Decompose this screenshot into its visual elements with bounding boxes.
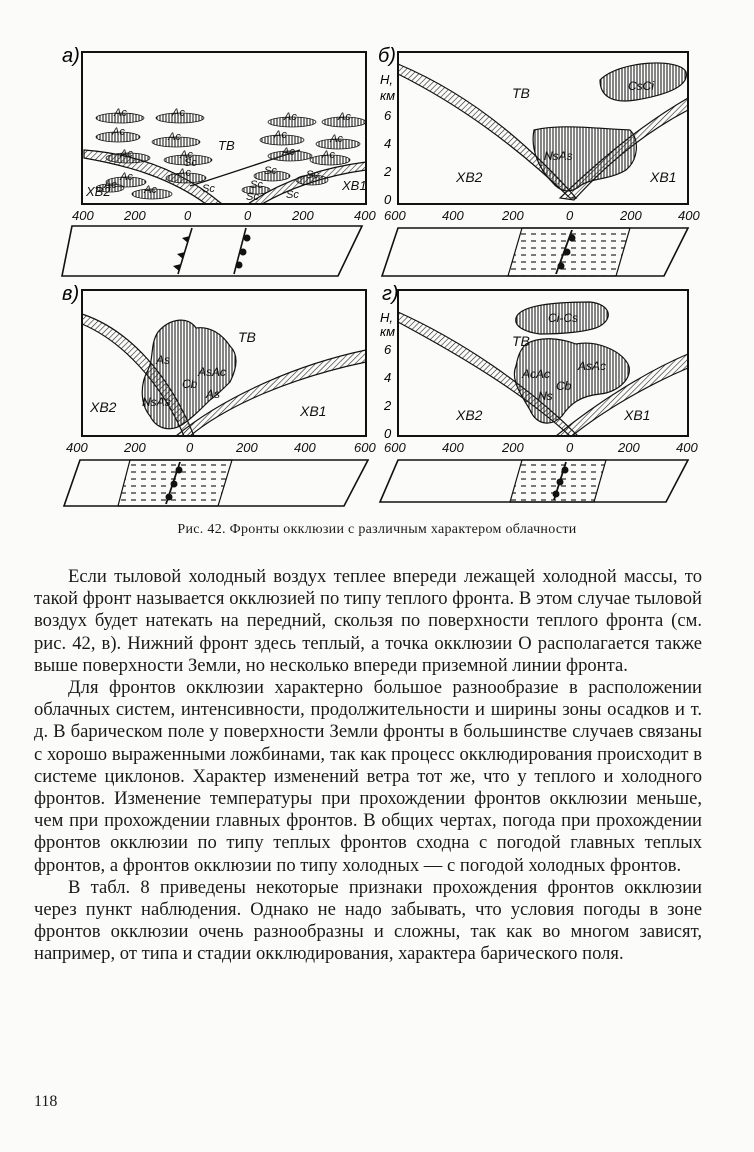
y-tick: 6	[384, 342, 392, 357]
figure-svg: а) Ac Ac Ac Ac Ac Ac Ac Ac Ac	[61, 45, 700, 507]
page-number: 118	[34, 1093, 58, 1110]
y-tick: 2	[383, 164, 392, 179]
air-mass-label: ХВ1	[341, 178, 367, 193]
panel-v-letter: в)	[62, 283, 79, 305]
cloud-label: Ac	[167, 131, 181, 143]
air-mass-label: ХВ1	[649, 169, 676, 185]
x-tick: 0	[186, 440, 194, 455]
y-tick: 0	[384, 426, 392, 441]
air-mass-label: ХВ2	[89, 399, 117, 415]
figure-42: а) Ac Ac Ac Ac Ac Ac Ac Ac Ac	[0, 0, 754, 540]
cloud-label: Ac	[113, 107, 127, 119]
x-tick: 400	[442, 440, 464, 455]
air-mass-label: ТВ	[512, 85, 530, 101]
body-text: Если тыловой холодный воздух теплее впер…	[34, 566, 702, 966]
cloud-label: Sc	[286, 189, 299, 201]
x-tick: 400	[294, 440, 316, 455]
y-tick: 0	[384, 192, 392, 207]
x-tick: 0	[566, 440, 574, 455]
y-tick: 2	[383, 398, 392, 413]
x-tick: 200	[123, 440, 146, 455]
cloud-label: Sc	[250, 179, 263, 191]
cloud-label: Ac	[119, 171, 133, 183]
cloud-label: As	[205, 387, 220, 401]
panel-g: г) Н, км 6 4 2 0 Ci-Cs AcAc AsAc Ns Cb Т…	[378, 283, 698, 503]
x-tick: 0	[184, 208, 192, 223]
cloud-label: Ac	[103, 179, 117, 191]
cloud-label: NsAs	[544, 149, 573, 163]
cloud-label: AcAc	[521, 367, 550, 381]
paragraph: Если тыловой холодный воздух теплее впер…	[34, 566, 702, 676]
y-tick: 4	[384, 370, 391, 385]
x-tick: 200	[617, 440, 640, 455]
cloud-label: AsAc	[577, 359, 606, 373]
x-tick: 600	[354, 440, 376, 455]
x-tick: 400	[66, 440, 88, 455]
air-mass-label: ХВ1	[623, 407, 650, 423]
y-tick: 4	[384, 136, 391, 151]
cloud-label: Sc	[306, 169, 319, 181]
cloud-label: Ac	[283, 111, 297, 123]
x-tick: 200	[501, 208, 524, 223]
cloud-label: Ac	[119, 148, 133, 160]
x-tick: 200	[235, 440, 258, 455]
x-tick: 600	[384, 440, 406, 455]
cloud-label: Cb	[182, 377, 198, 391]
cloud-label: Sc	[202, 183, 215, 195]
x-tick: 400	[442, 208, 464, 223]
cloud-label: Sc	[246, 191, 259, 203]
cloud-label: Ns	[538, 389, 553, 403]
air-mass-label: ХВ2	[455, 169, 483, 185]
x-tick: 0	[566, 208, 574, 223]
axis-unit: км	[380, 88, 395, 103]
air-mass-label: ХВ1	[299, 403, 326, 419]
panel-b-letter: б)	[378, 45, 396, 67]
cloud-label: Ac	[111, 126, 125, 138]
panel-a-letter: а)	[62, 45, 80, 67]
x-tick: 0	[244, 208, 252, 223]
cloud-label: Ac	[321, 149, 335, 161]
air-mass-label: ХВ2	[455, 407, 483, 423]
x-tick: 400	[354, 208, 376, 223]
air-mass-label: ХВ2	[85, 184, 111, 199]
axis-unit: Н,	[380, 72, 393, 87]
panel-v: в) As AsAc Cb As NsAs ТВ ХВ2 ХВ1 400 200…	[62, 283, 376, 507]
x-tick: 400	[678, 208, 700, 223]
air-mass-label: ТВ	[512, 333, 530, 349]
air-mass-label: ТВ	[218, 138, 235, 153]
air-mass-label: ТВ	[238, 329, 256, 345]
cloud-label: Ac	[273, 129, 287, 141]
cloud-label: Cb	[556, 379, 572, 393]
panel-a: а) Ac Ac Ac Ac Ac Ac Ac Ac Ac	[61, 45, 376, 277]
cloud-label: As	[155, 353, 170, 367]
paragraph: В табл. 8 приведены некоторые признаки п…	[34, 876, 702, 965]
panel-g-letter: г)	[382, 283, 399, 305]
cloud-label: Ac	[143, 184, 157, 196]
cloud-label: Ac	[177, 167, 191, 179]
x-tick: 200	[501, 440, 524, 455]
y-tick: 6	[384, 108, 392, 123]
cloud-label: Ac	[281, 146, 295, 158]
axis-unit: км	[380, 324, 395, 339]
cloud-label: Ac	[179, 149, 193, 161]
x-tick: 200	[123, 208, 146, 223]
cloud-label: Ac	[329, 133, 343, 145]
x-tick: 400	[72, 208, 94, 223]
cloud-label: Sc	[264, 165, 277, 177]
cloud-label: Ac	[171, 107, 185, 119]
paragraph: Для фронтов окклюзии характерно большое …	[34, 677, 702, 876]
x-tick: 400	[676, 440, 698, 455]
figure-caption: Рис. 42. Фронты окклюзии с различным хар…	[177, 522, 577, 537]
cloud-label: Ci-Cs	[548, 311, 578, 325]
cloud-label: CsCi	[628, 79, 654, 93]
axis-unit: Н,	[380, 310, 393, 325]
cloud-label: AsAc	[197, 365, 226, 379]
x-tick: 200	[291, 208, 314, 223]
cloud-label: NsAs	[142, 395, 171, 409]
cloud-label: Sc	[184, 157, 197, 169]
x-tick: 200	[619, 208, 642, 223]
x-tick: 600	[384, 208, 406, 223]
panel-b: б) Н, км 6 4 2 0 CsCi NsAs ТВ ХВ2 ХВ1 60…	[378, 45, 700, 277]
cloud-label: Ac	[337, 111, 351, 123]
